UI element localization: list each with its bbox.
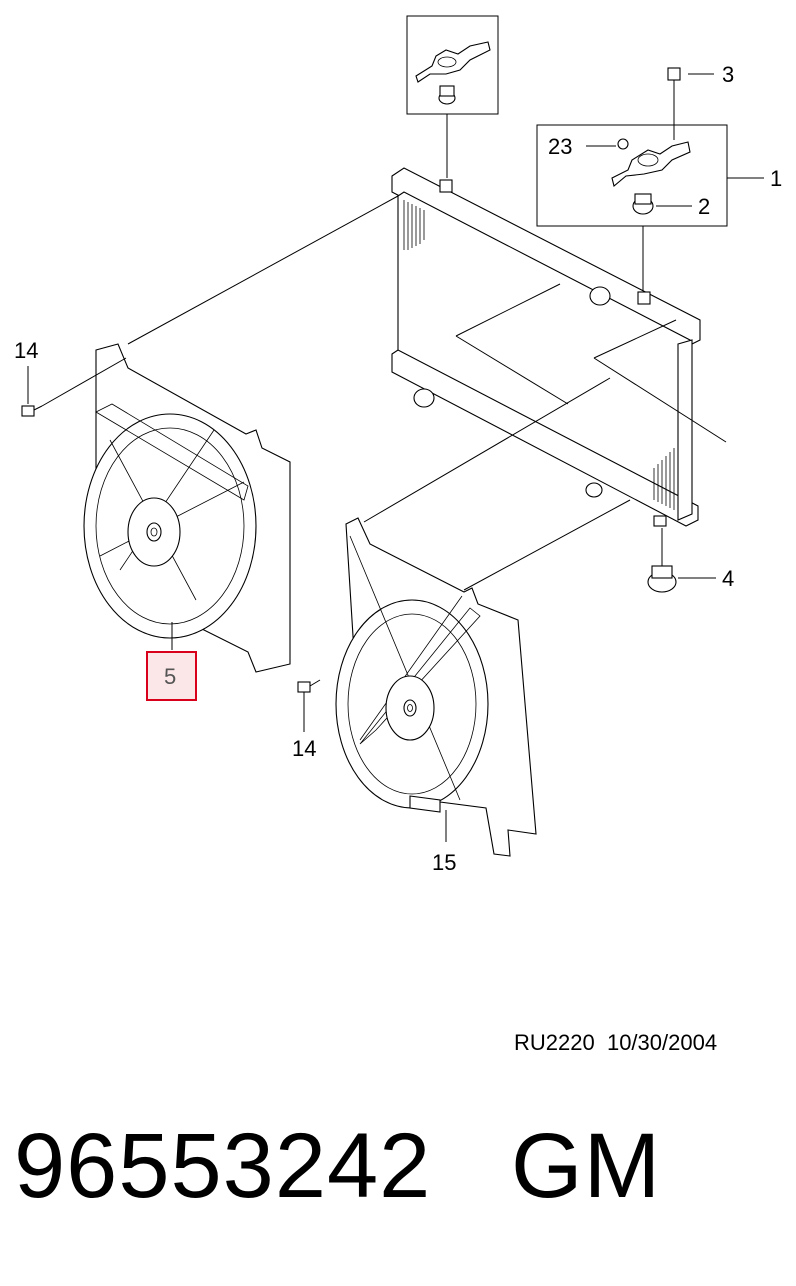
right-bracket-detail (536, 124, 728, 292)
callout-23: 23 (548, 134, 572, 159)
fan-shroud-assembly-right (335, 377, 631, 857)
part-footer: 96553242 GM (14, 1120, 661, 1212)
leader-lines (586, 73, 764, 579)
callout-4: 4 (722, 566, 734, 591)
brand-name: GM (511, 1115, 662, 1217)
top-bracket-detail (406, 15, 499, 178)
callout-15: 15 (432, 850, 456, 875)
callout-2: 2 (698, 194, 710, 219)
drawing-stamp: RU2220 10/30/2004 (514, 1030, 717, 1056)
bolt-3 (667, 67, 681, 140)
callout-14-left: 14 (14, 338, 38, 363)
callout-14-right: 14 (292, 736, 316, 761)
rubber-mount-4 (647, 528, 677, 593)
callout-1: 1 (770, 166, 782, 191)
callout-5: 5 (164, 664, 176, 689)
callout-3: 3 (722, 62, 734, 87)
bolt-14-right (297, 679, 321, 732)
bolt-14-left (21, 357, 127, 417)
fan-shroud-assembly-left (83, 195, 399, 673)
radiator (391, 167, 727, 527)
drawing-code: RU2220 (514, 1030, 595, 1055)
callout-5-highlight[interactable]: 5 (146, 651, 197, 701)
exploded-parts-diagram: 3 1 2 23 4 14 14 15 5 (14, 15, 782, 875)
part-number: 96553242 (14, 1115, 432, 1217)
drawing-date: 10/30/2004 (606, 1030, 718, 1055)
highlight-box (146, 651, 197, 701)
